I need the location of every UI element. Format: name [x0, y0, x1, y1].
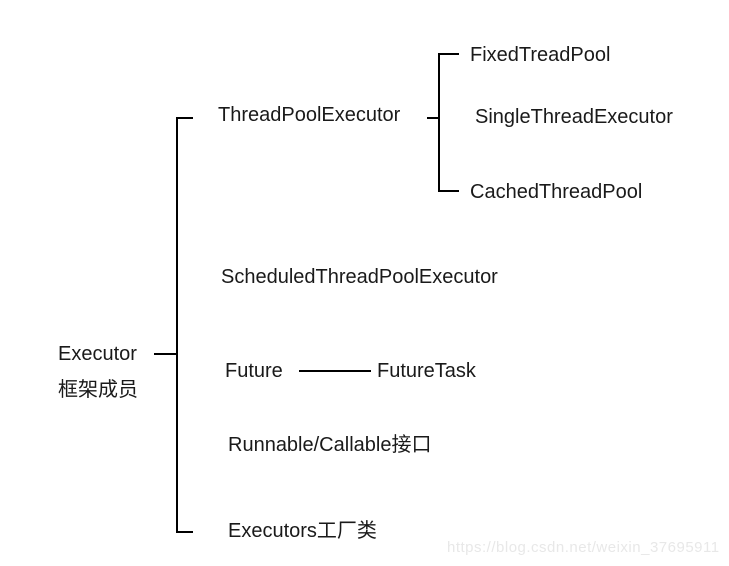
threadpoolexecutor-connector-line: [427, 117, 438, 119]
node-runnable-callable-interface: Runnable/Callable接口: [228, 434, 432, 456]
node-future: Future: [225, 360, 283, 382]
node-future-task: FutureTask: [377, 360, 476, 382]
csdn-watermark: https://blog.csdn.net/weixin_37695911: [447, 539, 720, 556]
left-bracket-top-tick-line: [176, 117, 193, 119]
node-thread-pool-executor: ThreadPoolExecutor: [218, 104, 401, 126]
right-bracket-bottom-tick-line: [438, 190, 459, 192]
right-bracket-top-tick-line: [438, 53, 459, 55]
root-connector-line: [154, 353, 176, 355]
node-scheduled-thread-pool-executor: ScheduledThreadPoolExecutor: [221, 266, 498, 288]
root-node-title: Executor: [58, 343, 137, 365]
left-bracket-bottom-tick-line: [176, 531, 193, 533]
future-to-futuretask-line: [299, 370, 371, 372]
node-single-thread-executor: SingleThreadExecutor: [475, 106, 673, 128]
node-cached-thread-pool: CachedThreadPool: [470, 181, 643, 203]
node-fixed-tread-pool: FixedTreadPool: [470, 44, 611, 66]
right-bracket-vertical-line: [438, 53, 440, 192]
root-node-subtitle: 框架成员: [58, 379, 138, 401]
left-bracket-vertical-line: [176, 117, 178, 533]
node-executors-factory-class: Executors工厂类: [228, 520, 377, 542]
